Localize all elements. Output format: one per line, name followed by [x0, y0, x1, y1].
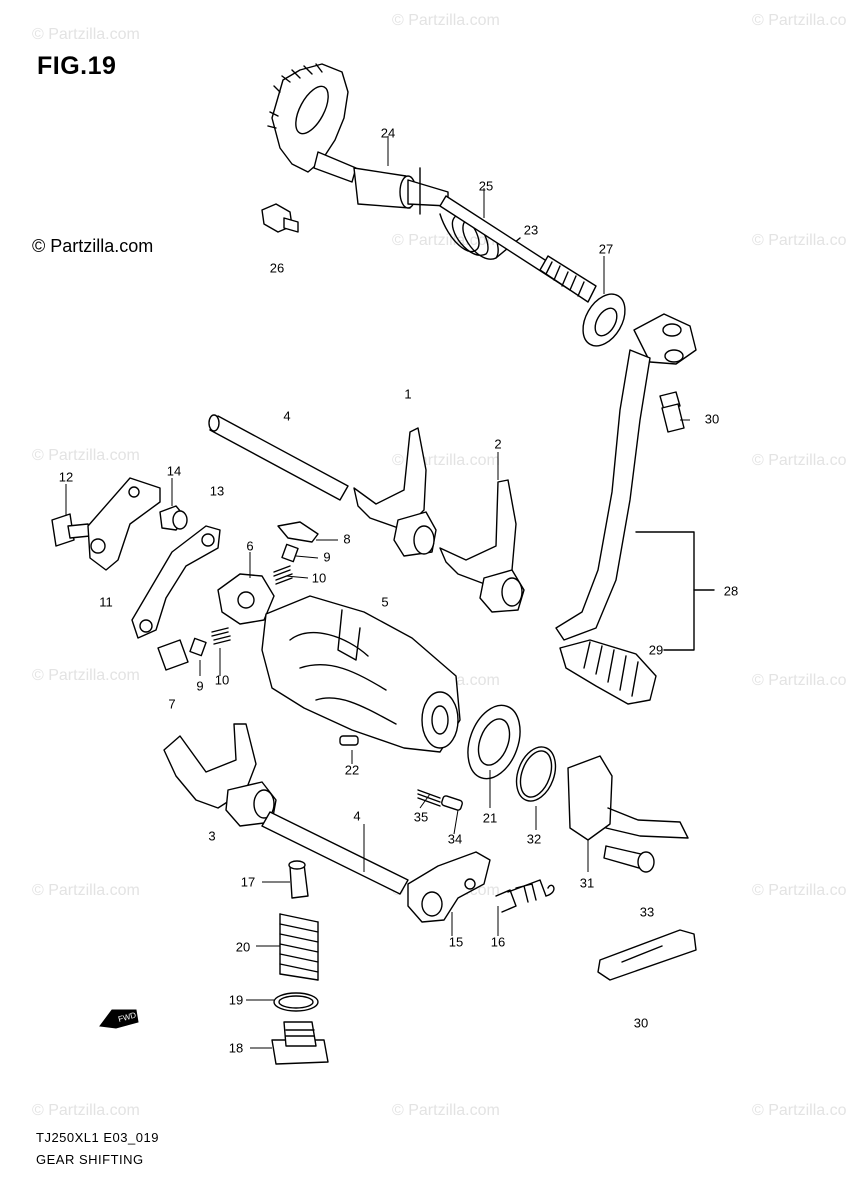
watermark: © Partzilla.com [752, 882, 846, 899]
callout-4-lower: 4 [353, 808, 361, 824]
lever-rubber-part [559, 639, 657, 705]
shift-fork-1-part [353, 427, 437, 557]
watermark: © Partzilla.com [752, 232, 846, 249]
switch-bolt-part [603, 845, 655, 873]
watermark: © Partzilla.com [392, 12, 500, 29]
callout-9-upper: 9 [323, 549, 331, 565]
figure-title: FIG.19 [37, 52, 117, 80]
diagram-code: TJ250XL1 E03_019 [36, 1130, 159, 1145]
gearshift-lever-part [555, 313, 697, 641]
callout-18: 18 [228, 1040, 244, 1056]
callout-19: 19 [228, 992, 244, 1008]
callout-35: 35 [413, 809, 429, 825]
cam-stopper-part [217, 573, 275, 625]
callout-21: 21 [482, 810, 498, 826]
watermark: © Partzilla.com [752, 12, 846, 29]
watermark: © Partzilla.com [32, 667, 140, 684]
callout-24: 24 [380, 125, 396, 141]
callout-28: 28 [723, 583, 739, 599]
callout-10-upper: 10 [311, 570, 327, 586]
shift-fork-3-part [163, 723, 277, 827]
watermark: © Partzilla.com [32, 447, 140, 464]
watermark: © Partzilla.com [392, 232, 500, 249]
callout-8: 8 [343, 531, 351, 547]
watermark: © Partzilla.com [752, 452, 846, 469]
stopper-screw-part [51, 513, 91, 547]
callout-15: 15 [448, 934, 464, 950]
cam-guide-part [467, 704, 521, 780]
callout-6: 6 [246, 538, 254, 554]
leader-lines [65, 136, 690, 1049]
watermark: © Partzilla.com [752, 1102, 846, 1119]
watermark: © Partzilla.com [32, 26, 140, 43]
callout-32: 32 [526, 831, 542, 847]
callout-23: 23 [523, 222, 539, 238]
callout-13: 13 [209, 483, 225, 499]
callout-30-upper: 30 [704, 411, 720, 427]
neutral-plug-part [271, 1021, 329, 1065]
shift-pawl-part [273, 521, 319, 585]
callout-30-lower: 30 [633, 1015, 649, 1031]
fork-shaft-upper-part [208, 414, 349, 501]
stopper-plate-part [87, 477, 161, 571]
copyright-notice: © Partzilla.com [32, 236, 154, 256]
callout-10-lower: 10 [214, 672, 230, 688]
shift-fork-2-part [439, 479, 525, 613]
watermark: © Partzilla.com [392, 1102, 500, 1119]
gearshift-shaft-sector-part [267, 63, 449, 209]
callout-12: 12 [58, 469, 74, 485]
gearshift-arm-part [407, 851, 491, 923]
callout-11: 11 [99, 594, 113, 610]
callout-27: 27 [598, 241, 614, 257]
plate-screw-part [159, 505, 188, 531]
callout-29: 29 [648, 642, 664, 658]
lever-bolt-part [659, 391, 685, 433]
neutral-spring-part [279, 913, 319, 981]
watermark: © Partzilla.com [752, 672, 846, 689]
callout-25: 25 [478, 178, 494, 194]
callout-26: 26 [269, 260, 285, 276]
callout-4-upper: 4 [283, 408, 291, 424]
watermark: © Partzilla.com [32, 1102, 140, 1119]
callout-2: 2 [494, 436, 502, 452]
switch-pin-spring-part [417, 789, 463, 811]
callout-3: 3 [208, 828, 216, 844]
neutral-pin-part [288, 860, 309, 899]
callout-34: 34 [447, 831, 463, 847]
callout-7: 7 [168, 696, 176, 712]
callout-16: 16 [490, 934, 506, 950]
gearshift-cam-part [261, 595, 461, 753]
callout-9-lower: 9 [196, 678, 204, 694]
callout-20: 20 [235, 939, 251, 955]
gearshift-stopper-part [131, 525, 221, 639]
section-title: GEAR SHIFTING [36, 1152, 144, 1167]
bolt-part [261, 203, 299, 233]
watermark: © Partzilla.com [32, 882, 140, 899]
callout-22: 22 [344, 762, 360, 778]
gearshift-shaft-part [439, 195, 597, 303]
forward-arrow-icon [99, 1009, 139, 1029]
gasket-part [273, 992, 319, 1012]
callout-31: 31 [579, 875, 595, 891]
callout-33: 33 [639, 904, 655, 920]
oil-seal-part [582, 293, 626, 347]
switch-cover-part [597, 929, 697, 981]
arm-spring-part [495, 879, 555, 913]
callout-14: 14 [166, 463, 182, 479]
fork-shaft-lower-part [261, 811, 409, 895]
o-ring-part [515, 746, 557, 802]
callout-5: 5 [381, 594, 389, 610]
callout-1: 1 [404, 386, 412, 402]
pawl-lower-part [157, 627, 231, 671]
callout-17: 17 [240, 874, 256, 890]
cam-pin-part [339, 735, 359, 746]
gear-position-switch-part [567, 755, 689, 841]
